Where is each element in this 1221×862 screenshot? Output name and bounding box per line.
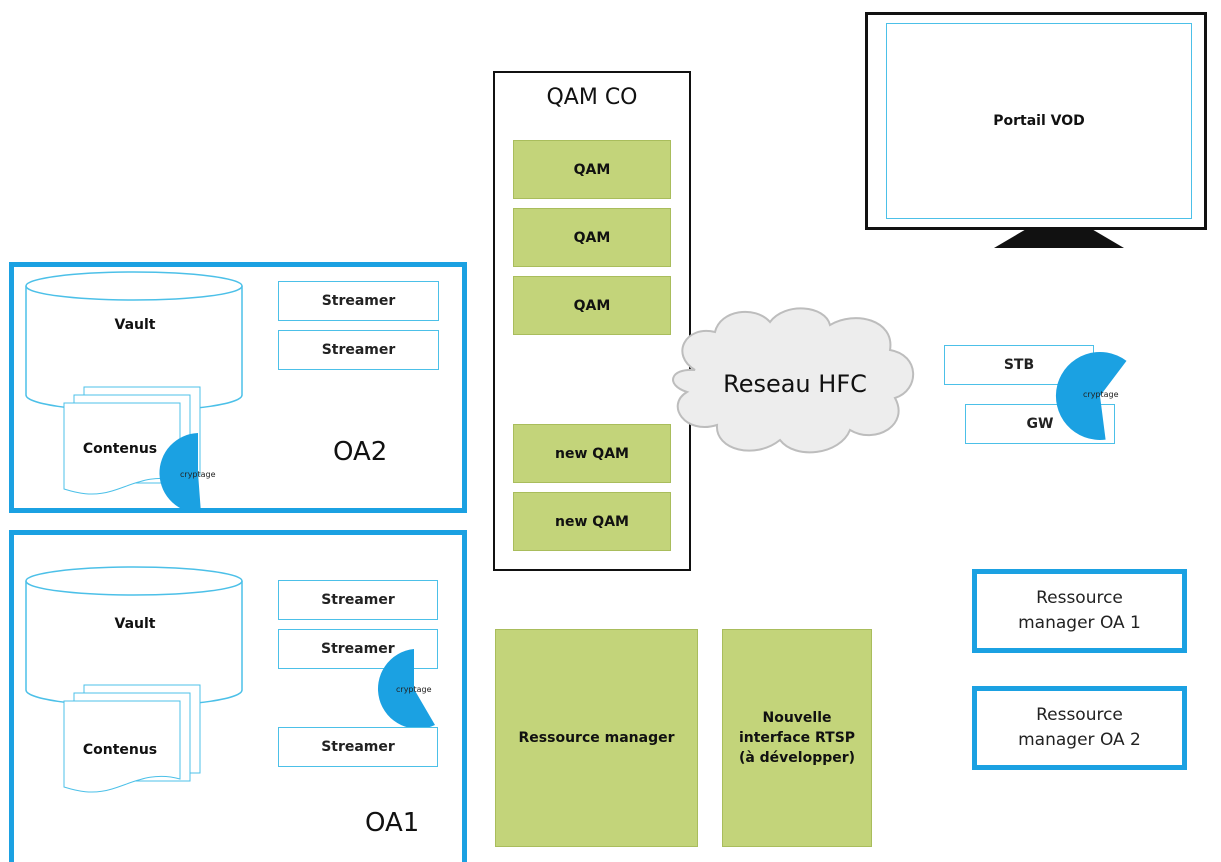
oa2-contents-label: Contenus [82,441,158,457]
oa2-box [9,262,467,513]
oa1-contents-label: Contenus [82,742,158,758]
oa1-cryptage-icon [377,649,435,729]
stb-label: STB [1003,357,1035,373]
qam-box-2: QAM [513,208,671,267]
rm-oa1-line-2: manager OA 1 [1018,613,1141,633]
gw-label: GW [1026,416,1054,432]
rtsp-line-2: interface RTSP [738,730,856,746]
oa1-streamer-3: Streamer [278,727,438,767]
oa2-vault-label: Vault [114,317,156,333]
qam-box-3: QAM [513,276,671,335]
qam-label: QAM [573,229,611,246]
oa1-vault-cylinder [25,566,243,707]
hfc-cloud [672,307,915,454]
qam-label: QAM [573,297,611,314]
resource-manager-oa1-box: Ressource manager OA 1 [972,569,1187,653]
reseau-hfc-label: Reseau HFC [723,370,867,398]
tv-stand [994,228,1124,248]
tv-monitor: Portail VOD [865,12,1207,230]
oa2-label: OA2 [333,437,388,467]
rtsp-line-3: (à développer) [738,750,856,766]
client-cryptage-icon [1055,351,1127,440]
oa1-streamer-1: Streamer [278,580,438,620]
tv-screen: Portail VOD [886,23,1192,219]
oa1-cryptage-label: cryptage [396,685,432,694]
streamer-label: Streamer [321,293,396,309]
portail-vod-label: Portail VOD [993,113,1085,129]
rm-oa1-line-1: Ressource [1036,588,1123,608]
qam-label: QAM [573,161,611,178]
new-qam-label: new QAM [555,445,629,462]
oa1-vault-label: Vault [114,616,156,632]
new-qam-box-1: new QAM [513,424,671,483]
streamer-label: Streamer [321,342,396,358]
resource-manager-label: Ressource manager [518,730,675,746]
new-qam-label: new QAM [555,513,629,530]
qam-box-1: QAM [513,140,671,199]
resource-manager-box: Ressource manager [495,629,698,847]
qam-co-title: QAM CO [546,85,638,110]
oa2-streamer-2: Streamer [278,330,439,370]
oa2-cryptage-label: cryptage [180,470,216,479]
rm-oa2-line-2: manager OA 2 [1018,730,1141,750]
oa2-cryptage-icon [159,433,201,514]
oa2-contents-doc-stack [63,386,201,495]
streamer-label: Streamer [321,641,395,657]
rtsp-line-1: Nouvelle [762,710,832,726]
streamer-label: Streamer [321,592,395,608]
new-qam-box-2: new QAM [513,492,671,551]
rm-oa2-line-1: Ressource [1036,705,1123,725]
oa2-streamer-1: Streamer [278,281,439,321]
oa1-box [9,530,467,862]
client-cryptage-label: cryptage [1083,390,1119,399]
oa1-label: OA1 [365,808,420,838]
oa1-contents-doc-stack [63,684,201,793]
streamer-label: Streamer [321,739,395,755]
rtsp-interface-box: Nouvelle interface RTSP (à développer) [722,629,872,847]
oa2-vault-cylinder [25,271,243,412]
resource-manager-oa2-box: Ressource manager OA 2 [972,686,1187,770]
